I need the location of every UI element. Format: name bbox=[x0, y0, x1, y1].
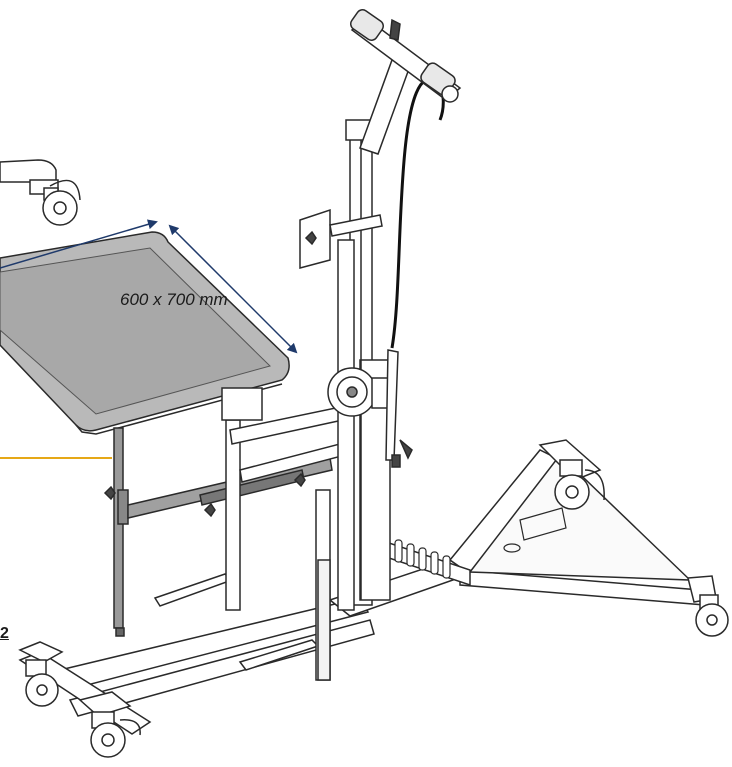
main-column bbox=[337, 119, 391, 611]
mount-bracket bbox=[299, 208, 383, 269]
middle-uprights bbox=[221, 387, 358, 681]
cable bbox=[390, 77, 445, 349]
top-handle bbox=[350, 8, 462, 155]
dimension-label: 600 x 700 mm bbox=[120, 290, 228, 309]
base-slots bbox=[394, 539, 451, 579]
right-front-caster bbox=[687, 575, 729, 637]
lower-frame bbox=[18, 449, 707, 735]
dimension-arrows bbox=[0, 219, 298, 354]
foot-plates bbox=[153, 573, 320, 671]
base-logo bbox=[503, 507, 567, 553]
winch bbox=[327, 349, 413, 468]
upper-left-arm-with-caster bbox=[0, 159, 81, 226]
callout-number: 2 bbox=[0, 625, 9, 642]
tray bbox=[0, 231, 290, 435]
left-front-casters bbox=[18, 641, 141, 758]
right-rear-caster bbox=[538, 439, 605, 510]
